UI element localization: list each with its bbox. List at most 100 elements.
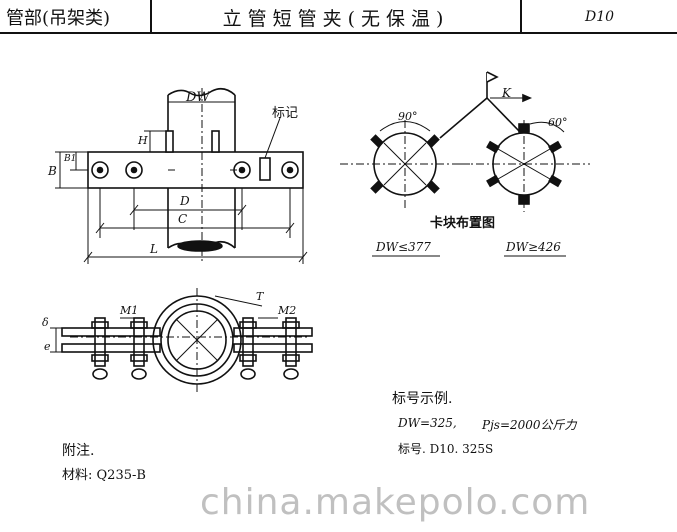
shear-lug (211, 130, 220, 153)
bolt (94, 317, 106, 367)
drawing-title: 立管短管夹(无保温) (222, 7, 450, 30)
delta-label: δ (42, 316, 49, 329)
bolt-end (131, 368, 147, 380)
m1-label: M1 (120, 304, 139, 317)
leader-line (264, 117, 281, 159)
bolt-end (283, 368, 299, 380)
marking-plate (259, 157, 271, 181)
lug-block (548, 140, 562, 154)
bolt (285, 317, 297, 367)
category-label: 管部(吊架类) (6, 8, 111, 29)
lug-block (518, 195, 530, 205)
pipe-section-large (492, 132, 556, 196)
clamp-ear-right (233, 343, 313, 353)
title-separator (150, 0, 152, 34)
bolt-hole (125, 161, 143, 179)
b-label: B (48, 164, 57, 178)
diag-line (175, 318, 219, 362)
angle-arc (529, 121, 565, 133)
e-label: e (44, 340, 51, 353)
h-label: H (138, 134, 148, 147)
dim-tick (129, 204, 139, 216)
bolt-end (240, 368, 256, 380)
dim-tick (83, 251, 93, 263)
pipe-break (167, 87, 236, 97)
dim-tick (285, 222, 295, 234)
lug-block (370, 180, 384, 194)
clamp-band-inner (160, 303, 234, 377)
dim-t (214, 295, 263, 307)
k-label: K (502, 86, 511, 100)
lug-block (486, 174, 500, 188)
b1-label: B1 (64, 154, 77, 164)
l-label: L (150, 242, 158, 256)
clamp-ear-left (61, 343, 161, 353)
bolt-end (92, 368, 108, 380)
diag-line (383, 142, 427, 186)
nut (130, 354, 148, 362)
k-leader (439, 97, 488, 139)
lug-layout (340, 71, 590, 257)
bolt-center (238, 166, 246, 174)
marking-label: 标记 (272, 106, 299, 121)
lug-block (370, 134, 384, 148)
front-view (55, 87, 308, 264)
layout-title: 卡块布置图 (430, 216, 496, 231)
nut (239, 354, 257, 362)
example-heading: 标号示例. (392, 391, 453, 407)
nut (130, 321, 148, 329)
lug-block (426, 134, 440, 148)
angle-90-label: 90° (398, 110, 418, 123)
nut (91, 354, 109, 362)
technical-drawing (50, 71, 590, 392)
bolt (242, 317, 254, 367)
dim-tick (237, 204, 247, 216)
lug-block (518, 123, 530, 133)
drawing-code: D10 (584, 9, 615, 25)
dw-label: DW (186, 90, 210, 105)
flag (486, 71, 499, 83)
lug-block (486, 140, 500, 154)
example-load: Pjs=2000公斤力 (482, 418, 577, 432)
clamp-ear-right (233, 327, 313, 337)
pipe-section-small (373, 132, 437, 196)
shear-lug (165, 130, 174, 153)
nut (282, 321, 300, 329)
nut (91, 321, 109, 329)
clamp-ear-left (61, 327, 161, 337)
dim-tick (95, 222, 105, 234)
angle-arc (379, 121, 431, 132)
bolt-hole (281, 161, 299, 179)
pipe-break-fill (177, 240, 223, 252)
d-label: D (180, 194, 190, 208)
nut (282, 354, 300, 362)
plan-view (50, 288, 313, 392)
bolt-center (130, 166, 138, 174)
title-bar: 管部(吊架类) 立管短管夹(无保温) D10 (0, 0, 677, 34)
angle-60-label: 60° (548, 116, 568, 129)
bolt-hole (91, 161, 109, 179)
material-note: 材料: Q235-B (62, 468, 146, 483)
example-dw: DW=325, (398, 416, 457, 430)
clamp-band-outer (152, 295, 242, 385)
diag-line (497, 148, 551, 180)
c-label: C (178, 212, 188, 226)
dw-small-label: DW≤377 (376, 240, 431, 254)
notes-heading: 附注. (62, 443, 95, 459)
example-code: 标号. D10. 325S (398, 442, 494, 456)
title-separator (520, 0, 522, 34)
k-arrowhead (522, 93, 533, 103)
k-leader (486, 97, 521, 133)
watermark: china.makepolo.com (200, 482, 591, 523)
dw-large-label: DW≥426 (506, 240, 561, 254)
bolt-center (286, 166, 294, 174)
dim-tick (298, 251, 308, 263)
bolt-center (96, 166, 104, 174)
pipe-wall (167, 310, 227, 370)
m2-label: M2 (278, 304, 297, 317)
nut (239, 321, 257, 329)
lug-block (426, 180, 440, 194)
bolt-set (91, 317, 300, 380)
t-label: T (256, 290, 264, 303)
lug-block (548, 174, 562, 188)
